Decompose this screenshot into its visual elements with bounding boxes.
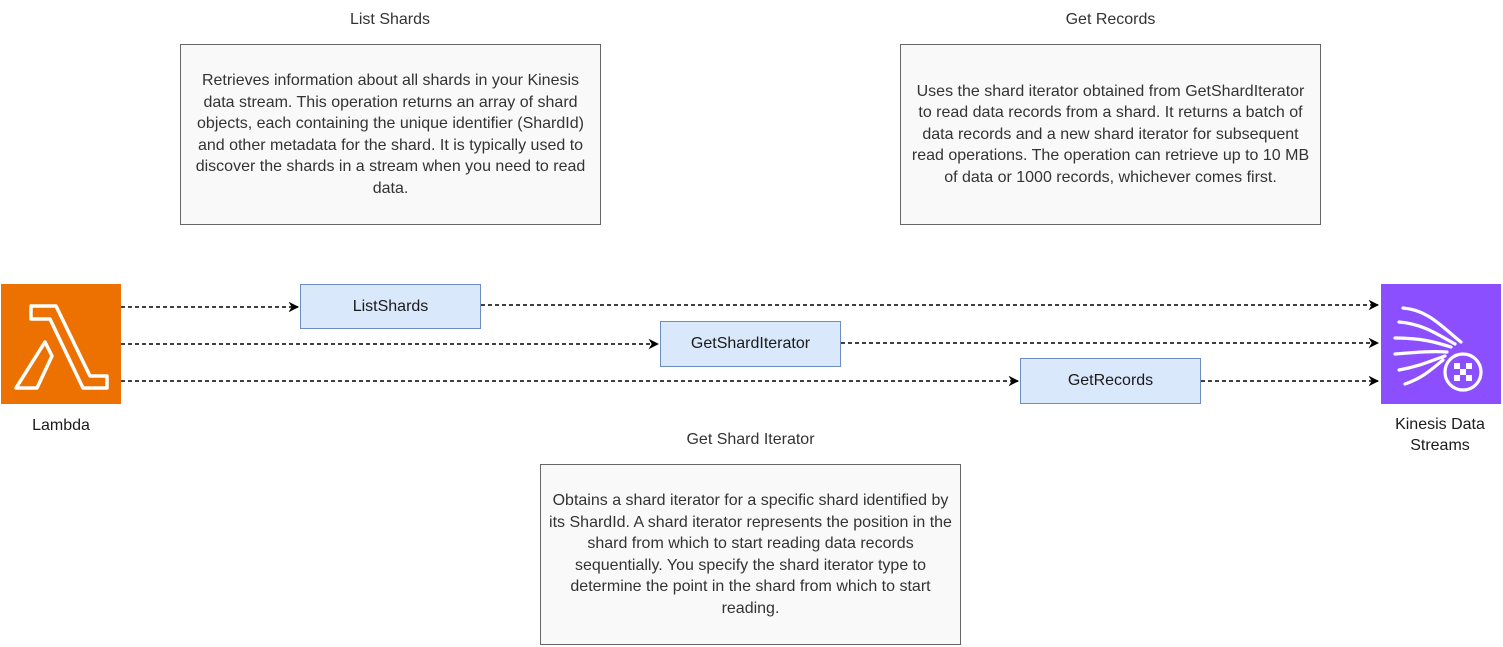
kinesis-data-streams-label: Kinesis Data Streams: [1395, 416, 1485, 454]
kinesis-data-streams-icon: [1393, 306, 1483, 392]
lambda-icon: [14, 304, 109, 390]
list-shards-note-text: Retrieves information about all shards i…: [195, 72, 586, 197]
lambda-service[interactable]: [1, 284, 121, 404]
lambda-label: Lambda: [32, 417, 90, 434]
get-shard-iterator-note-title: Get Shard Iterator: [686, 431, 815, 448]
list-shards-note-title: List Shards: [349, 11, 431, 28]
get-records-note-text: Uses the shard iterator obtained from Ge…: [911, 82, 1310, 186]
kinesis-data-streams-service[interactable]: [1381, 284, 1501, 404]
getsharditerator-operation-label: GetShardIterator: [690, 335, 811, 352]
listshards-operation-label: ListShards: [352, 297, 429, 315]
getrecords-operation[interactable]: GetRecords: [1020, 358, 1201, 404]
get-records-note-title: Get Records: [1065, 11, 1156, 28]
getsharditerator-operation[interactable]: GetShardIterator: [660, 321, 841, 367]
list-shards-note: Retrieves information about all shards i…: [180, 44, 601, 225]
get-shard-iterator-note-text: Obtains a shard iterator for a specific …: [549, 492, 952, 617]
get-shard-iterator-note: Obtains a shard iterator for a specific …: [540, 464, 961, 645]
get-records-note: Uses the shard iterator obtained from Ge…: [900, 44, 1321, 225]
getrecords-operation-label: GetRecords: [1067, 372, 1154, 389]
listshards-operation[interactable]: ListShards: [300, 284, 481, 329]
